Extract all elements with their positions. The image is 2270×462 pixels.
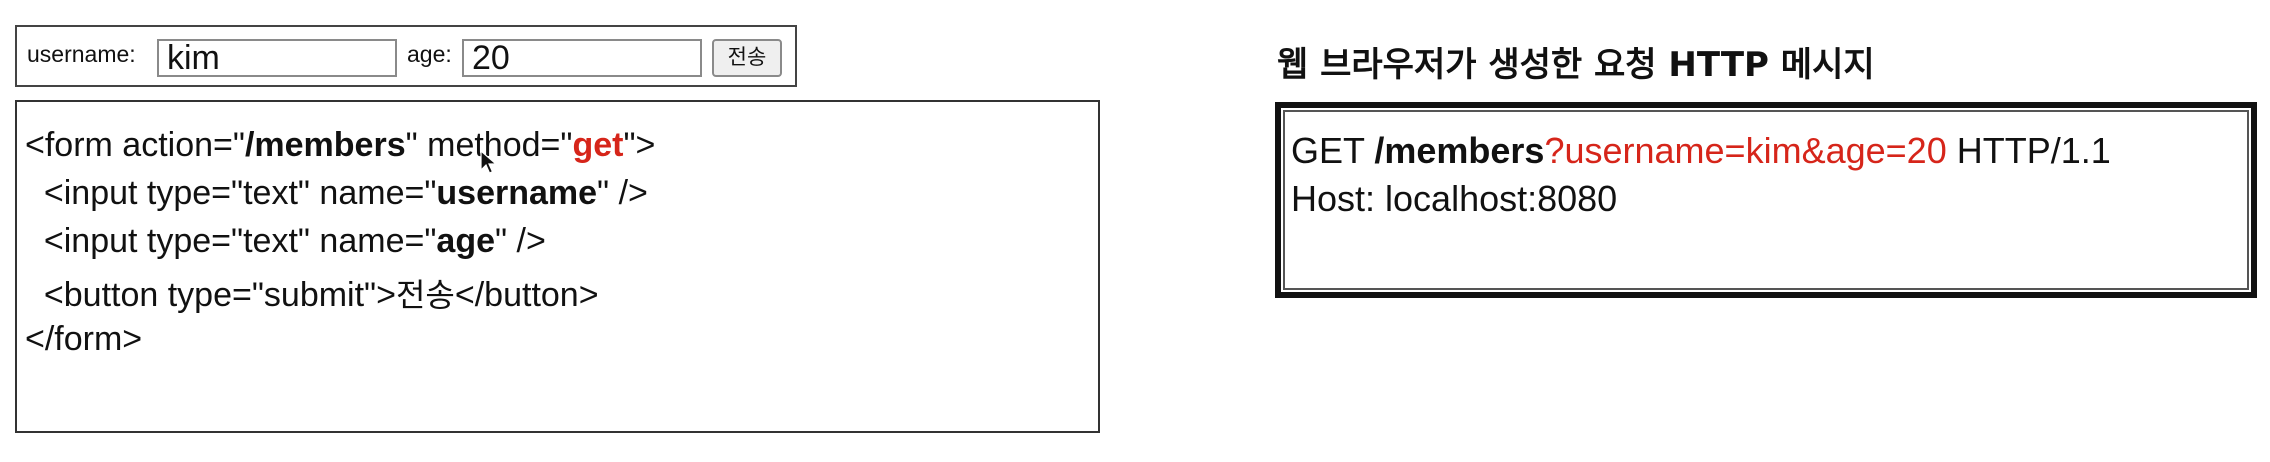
html-code-box: <form action="/members" method="get"> <i… bbox=[15, 100, 1100, 433]
age-label: age: bbox=[407, 41, 452, 67]
code-text: <button type="submit"> bbox=[25, 276, 396, 314]
input-name-age: age bbox=[436, 222, 495, 260]
code-line-button: <button type="submit">전송</button> bbox=[25, 270, 599, 316]
form-action-value: /members bbox=[244, 126, 406, 164]
button-text: 전송 bbox=[395, 276, 455, 314]
input-name-username: username bbox=[436, 174, 598, 212]
form-method-value: get bbox=[572, 126, 624, 164]
code-text: <form action=" bbox=[25, 126, 245, 164]
code-line-username-input: <input type="text" name="username" /> bbox=[25, 174, 648, 213]
username-label: username: bbox=[27, 41, 136, 67]
code-text: <input type="text" name=" bbox=[25, 174, 437, 212]
code-text: "> bbox=[623, 126, 656, 164]
code-text: " /> bbox=[495, 222, 546, 260]
host-header: Host: localhost:8080 bbox=[1291, 178, 1618, 219]
username-input[interactable]: kim bbox=[157, 39, 397, 77]
age-input[interactable]: 20 bbox=[462, 39, 702, 77]
query-string: ?username=kim&age=20 bbox=[1544, 130, 1947, 171]
mouse-pointer-icon bbox=[480, 150, 498, 174]
code-line-form-open: <form action="/members" method="get"> bbox=[25, 126, 655, 165]
request-line: GET /members?username=kim&age=20 HTTP/1.… bbox=[1291, 130, 2111, 172]
code-text: " method=" bbox=[405, 126, 573, 164]
code-text: " /> bbox=[597, 174, 648, 212]
code-line-age-input: <input type="text" name="age" /> bbox=[25, 222, 546, 261]
http-message-box: GET /members?username=kim&age=20 HTTP/1.… bbox=[1275, 102, 2257, 298]
submit-button[interactable]: 전송 bbox=[712, 39, 782, 77]
code-text: </button> bbox=[454, 276, 599, 314]
request-title: 웹 브라우저가 생성한 요청 HTTP 메시지 bbox=[1277, 45, 1875, 85]
code-line-form-close: </form> bbox=[25, 320, 143, 358]
http-version: HTTP/1.1 bbox=[1946, 130, 2111, 171]
request-path: /members bbox=[1374, 130, 1545, 171]
http-method: GET bbox=[1291, 130, 1375, 171]
code-text: <input type="text" name=" bbox=[25, 222, 437, 260]
form-preview: username: kim age: 20 전송 bbox=[15, 25, 797, 87]
